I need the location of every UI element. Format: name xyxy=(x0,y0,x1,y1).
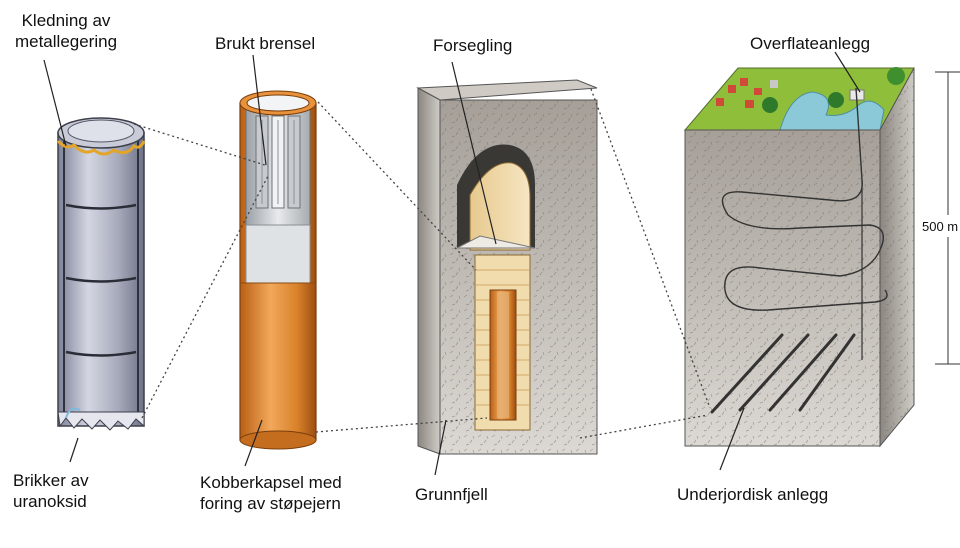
bedrock-label: Grunnfjell xyxy=(415,485,488,504)
cladding-label-line1: Kledning av xyxy=(21,11,111,30)
fuel-label: Brukt brensel xyxy=(215,34,316,53)
cladding-label-line2: metallegering xyxy=(14,32,118,51)
pellets-label-line1: Brikker av xyxy=(13,471,89,490)
underground-facility-label: Underjordisk anlegg xyxy=(677,485,829,504)
fuel-rod-illustration xyxy=(56,117,146,431)
canister-label-line2: foring av støpejern xyxy=(200,494,341,513)
canister-label-line1: Kobberkapsel med xyxy=(200,473,342,492)
pellets-label: Brikker av uranoksid xyxy=(13,470,89,512)
cladding-label: Kledning av metallegering xyxy=(2,10,130,52)
connector-lines xyxy=(133,88,711,439)
surface-facility-label: Overflateanlegg xyxy=(750,34,871,53)
depth-label: 500 m xyxy=(922,219,959,234)
repository-block xyxy=(683,67,960,448)
copper-canister-illustration xyxy=(239,90,317,450)
pellets-label-line2: uranoksid xyxy=(13,492,87,511)
pointer-lines xyxy=(43,51,861,476)
sealing-label: Forsegling xyxy=(433,36,513,55)
canister-label: Kobberkapsel med foring av støpejern xyxy=(200,472,342,514)
deposition-hole-block xyxy=(416,79,598,455)
